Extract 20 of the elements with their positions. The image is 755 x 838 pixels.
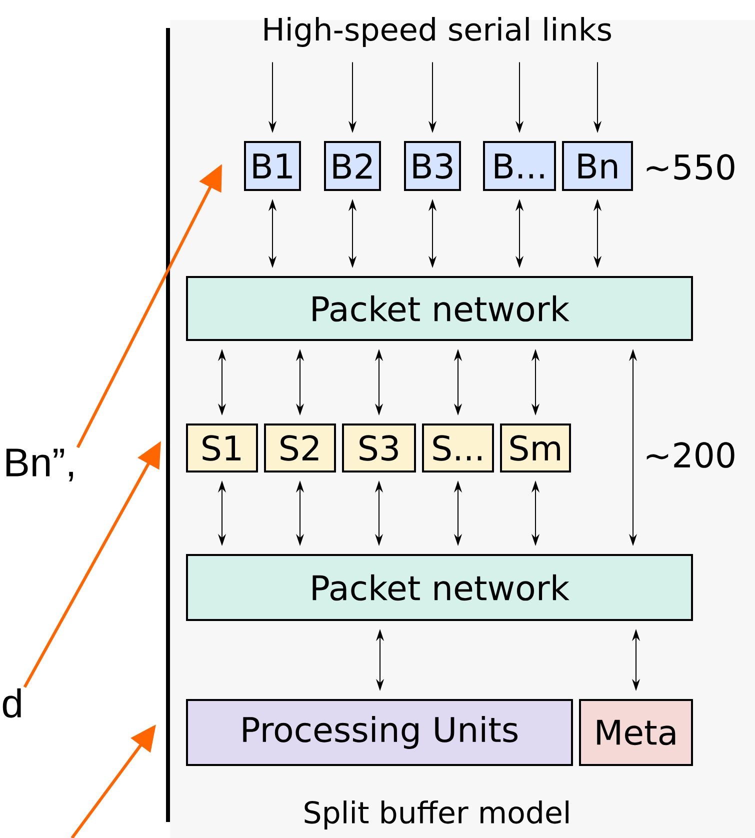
callout-text: d — [2, 688, 21, 718]
slot-box: S... — [422, 424, 494, 472]
buffer-box: Bn — [562, 141, 633, 191]
processing-box: Processing Units — [186, 699, 573, 766]
buffer-box: B1 — [244, 141, 301, 191]
size-label: ~200 — [646, 442, 734, 468]
slot-box: S2 — [264, 424, 336, 472]
buffer-box: B2 — [324, 141, 381, 191]
caption-text: Split buffer model — [304, 800, 568, 830]
slot-box: S3 — [342, 424, 416, 472]
callout-text: Bn”, — [6, 448, 73, 482]
network-box: Packet network — [186, 276, 693, 341]
slot-box: Sm — [500, 424, 571, 472]
heading-text: High-speed serial links — [264, 17, 611, 47]
size-label: ~550 — [646, 154, 734, 180]
slot-box: S1 — [186, 424, 258, 472]
network-box: Packet network — [186, 554, 693, 621]
buffer-box: B... — [483, 141, 556, 191]
buffer-box: B3 — [404, 141, 461, 191]
meta-box: Meta — [579, 699, 693, 766]
